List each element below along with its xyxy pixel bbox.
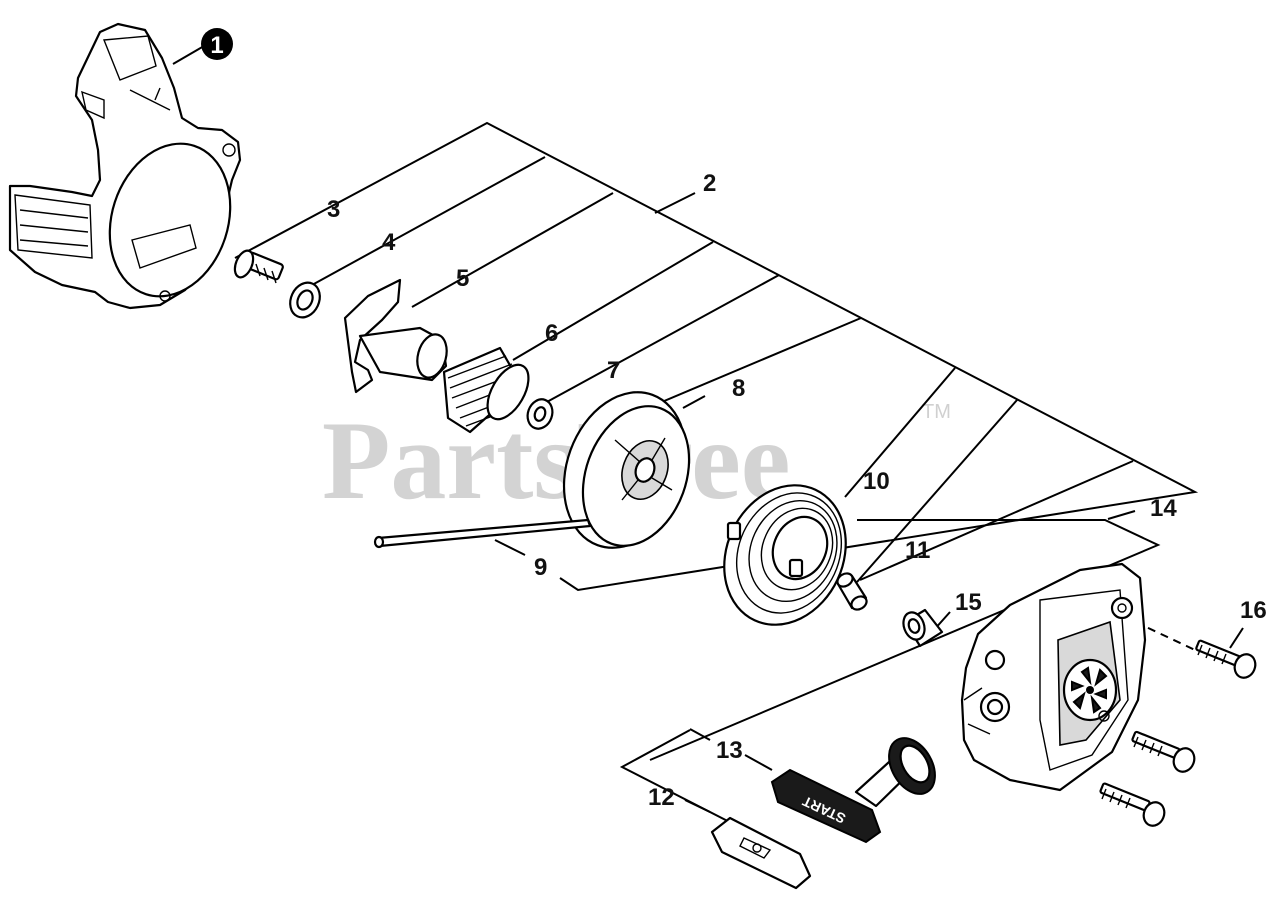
rewind-spring-part [723,484,847,626]
callout-3: 3 [327,196,340,223]
watermark-trademark: TM [922,401,951,423]
callout-10: 10 [863,468,890,495]
starter-rope-part [373,518,592,549]
leader-lines [234,121,1244,854]
callout-12: 12 [648,784,675,811]
callout-14: 14 [1150,495,1177,522]
spring-part [442,346,530,434]
callout-13: 13 [716,737,743,764]
starter-handle-part: START [770,737,936,844]
small-washer-part [526,398,554,430]
starter-cover-part [960,562,1147,792]
bolt-part-lower [1099,782,1166,827]
rope-rotor-part [562,391,691,549]
callout-2: 2 [703,170,716,197]
grommet-part [902,608,944,648]
washer-part [289,281,321,319]
callout-6: 6 [545,320,558,347]
callout-9: 9 [534,554,547,581]
callout-15: 15 [955,589,982,616]
bolt-part-upper [1195,639,1257,679]
callout-7: 7 [607,357,620,384]
bolt-part-middle [1131,730,1196,773]
carrier-part [343,278,448,394]
callout-1: 1 [172,28,233,65]
callout-4: 4 [382,229,396,256]
watermark-brand: PartsTree [322,399,791,523]
svg-text:1: 1 [210,32,223,59]
callout-16: 16 [1240,597,1267,624]
callout-5: 5 [456,265,469,292]
screw-part [233,249,284,284]
handle-insert-part [710,816,812,890]
fan-housing-part [8,22,242,310]
callout-11: 11 [905,537,930,564]
bushing-part [836,572,868,611]
callout-8: 8 [732,375,745,402]
